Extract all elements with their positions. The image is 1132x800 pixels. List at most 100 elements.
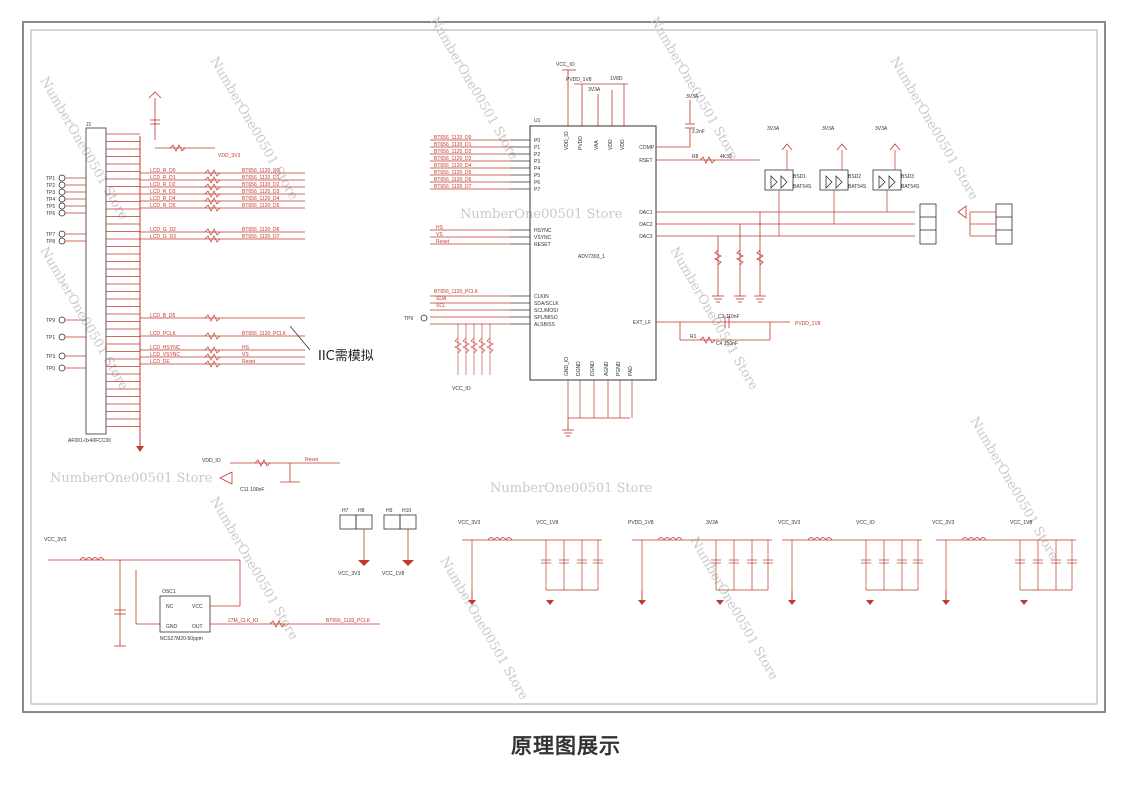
bt656-net-label: BT656_1120_D0 <box>242 168 280 174</box>
test-point-label: TP1 <box>46 335 55 341</box>
video-output-connector <box>919 203 1013 245</box>
svg-text:NumberOne00501 Store: NumberOne00501 Store <box>490 481 653 496</box>
svg-text:H9: H9 <box>386 508 393 514</box>
svg-text:VCC: VCC <box>192 604 203 610</box>
svg-text:H10: H10 <box>402 508 411 514</box>
svg-text:NCS27M20-50ppm: NCS27M20-50ppm <box>160 636 203 642</box>
filter-input-label: VCC_3V3 <box>932 520 954 526</box>
bus-net-label: BT656_1120_D2 <box>434 149 472 155</box>
svg-text:C3 110nF: C3 110nF <box>718 314 740 320</box>
u1-left-pin-label: CLKIN <box>534 294 549 300</box>
sync-label: VS <box>436 232 443 238</box>
test-point-circle <box>58 352 66 360</box>
sheet-border-outer <box>22 21 1106 713</box>
svg-text:NumberOne00501 Store: NumberOne00501 Store <box>667 245 761 393</box>
ferrite-bead <box>657 537 683 541</box>
bt656-net-label: BT656_1120_D6 <box>242 227 280 233</box>
sync-net-label: HS <box>242 345 250 351</box>
test-point-label: TP9 <box>404 316 413 322</box>
clk-label: BT656_1120_PCLK <box>434 289 479 295</box>
u1-left-pin-label: RESET <box>534 242 551 248</box>
dac-outputs <box>656 100 915 344</box>
test-point-label: TP4 <box>46 197 55 203</box>
u1-bottom-pin-label: GND_IO <box>564 357 570 376</box>
diode-ref: BSD3 <box>901 174 914 180</box>
lcd-net-label: LCD_R_D4 <box>150 196 176 202</box>
svg-text:VCC_IO: VCC_IO <box>556 62 575 68</box>
svg-text:NumberOne00501 Store: NumberOne00501 Store <box>437 555 531 703</box>
pull-resistor-body <box>454 337 462 354</box>
diode-part: BAT54S <box>848 184 867 190</box>
u1-left-pin-label: SPL/MISO <box>534 315 558 321</box>
series-resistor <box>204 190 221 198</box>
u1-left-pin-label: P7 <box>534 187 540 193</box>
test-point-circle <box>58 237 66 245</box>
u1-top-pin-label: VDD <box>608 139 614 150</box>
u1-right-pin-label: RSET <box>639 158 652 164</box>
series-resistor <box>204 360 221 368</box>
series-resistor <box>204 169 221 177</box>
svg-text:R1: R1 <box>690 334 697 340</box>
bus-net-label: BT656_1120_D1 <box>434 142 472 148</box>
svg-text:VDD_3V3: VDD_3V3 <box>218 153 240 159</box>
test-point-circle <box>58 316 66 324</box>
test-point-label: TP2 <box>46 183 55 189</box>
svg-text:27M_CLK_IO: 27M_CLK_IO <box>228 618 258 624</box>
test-point-circle <box>58 230 66 238</box>
sync-net-label: VS <box>242 352 249 358</box>
series-resistor <box>204 353 221 361</box>
svg-text:1V8D: 1V8D <box>610 76 623 82</box>
sync-net-label: Reset <box>242 359 256 365</box>
annotation-text: IIC需模拟 <box>318 349 374 364</box>
u1-left-pin-label: P1 <box>534 145 540 151</box>
lcd-net-label: LCD_R_D3 <box>150 189 176 195</box>
caption-title: 原理图展示 <box>511 734 621 758</box>
svg-text:VCC_1V8: VCC_1V8 <box>382 571 404 577</box>
lcd-net-label: LCD_PCLK <box>150 331 177 337</box>
u1-left-pin-label: HSYNC <box>534 228 552 234</box>
sync-label: Reset <box>436 239 450 245</box>
supply-arrow <box>781 143 793 151</box>
dac-grounds <box>712 295 766 303</box>
bt656-net-label: BT656_1120_D4 <box>242 196 280 202</box>
svg-text:PVDD_1V8: PVDD_1V8 <box>566 77 592 83</box>
test-point-circle <box>58 174 66 182</box>
series-resistor <box>204 176 221 184</box>
u1-top-pin-label: VAA <box>594 140 600 150</box>
diode-ref: BSD1 <box>793 174 806 180</box>
test-point-circle <box>58 364 66 372</box>
diode-symbol <box>888 175 896 189</box>
test-point-circle <box>58 209 66 217</box>
svg-text:H8: H8 <box>358 508 365 514</box>
test-point-label: TP1 <box>46 176 55 182</box>
filter-input-label: PVDD_1V8 <box>628 520 654 526</box>
test-point-circle <box>420 314 428 322</box>
bus-net-label: BT656_1120_D7 <box>434 184 472 190</box>
pull-resistor-body <box>478 337 486 354</box>
svg-text:3V3A: 3V3A <box>588 87 601 93</box>
svg-text:3V3A: 3V3A <box>686 94 699 100</box>
diode-symbol <box>835 175 843 189</box>
test-point-label: TP5 <box>46 204 55 210</box>
test-point-label: TP3 <box>46 354 55 360</box>
bus-net-label: BT656_1120_D6 <box>434 177 472 183</box>
u1-left-pin-label: P3 <box>534 159 540 165</box>
u1-left-pin-label: VSYNC <box>534 235 552 241</box>
u1-top-pin-label: PVDD <box>578 136 584 150</box>
svg-text:ADV7393_1: ADV7393_1 <box>578 254 605 260</box>
lcd-net-label: LCD_HSYNC <box>150 345 181 351</box>
u1-bottom-pin-label: DGND <box>576 361 582 376</box>
u1-bottom-pin-label: DGND <box>590 361 596 376</box>
u1-left-pin-label: ALSB/SS <box>534 322 556 328</box>
test-point-circle <box>58 195 66 203</box>
ferrite-bead <box>807 537 833 541</box>
bt656-net-label: BT656_1120_D3 <box>242 189 280 195</box>
test-point-label: TP6 <box>46 211 55 217</box>
test-point-circle <box>58 333 66 341</box>
u1-left-pin-label: P5 <box>534 173 540 179</box>
svg-text:Reset: Reset <box>305 457 319 463</box>
ferrite-bead <box>487 537 513 541</box>
supply-label: 3V3A <box>767 126 780 132</box>
watermarks: NumberOne00501 Store NumberOne00501 Stor… <box>37 15 1061 703</box>
